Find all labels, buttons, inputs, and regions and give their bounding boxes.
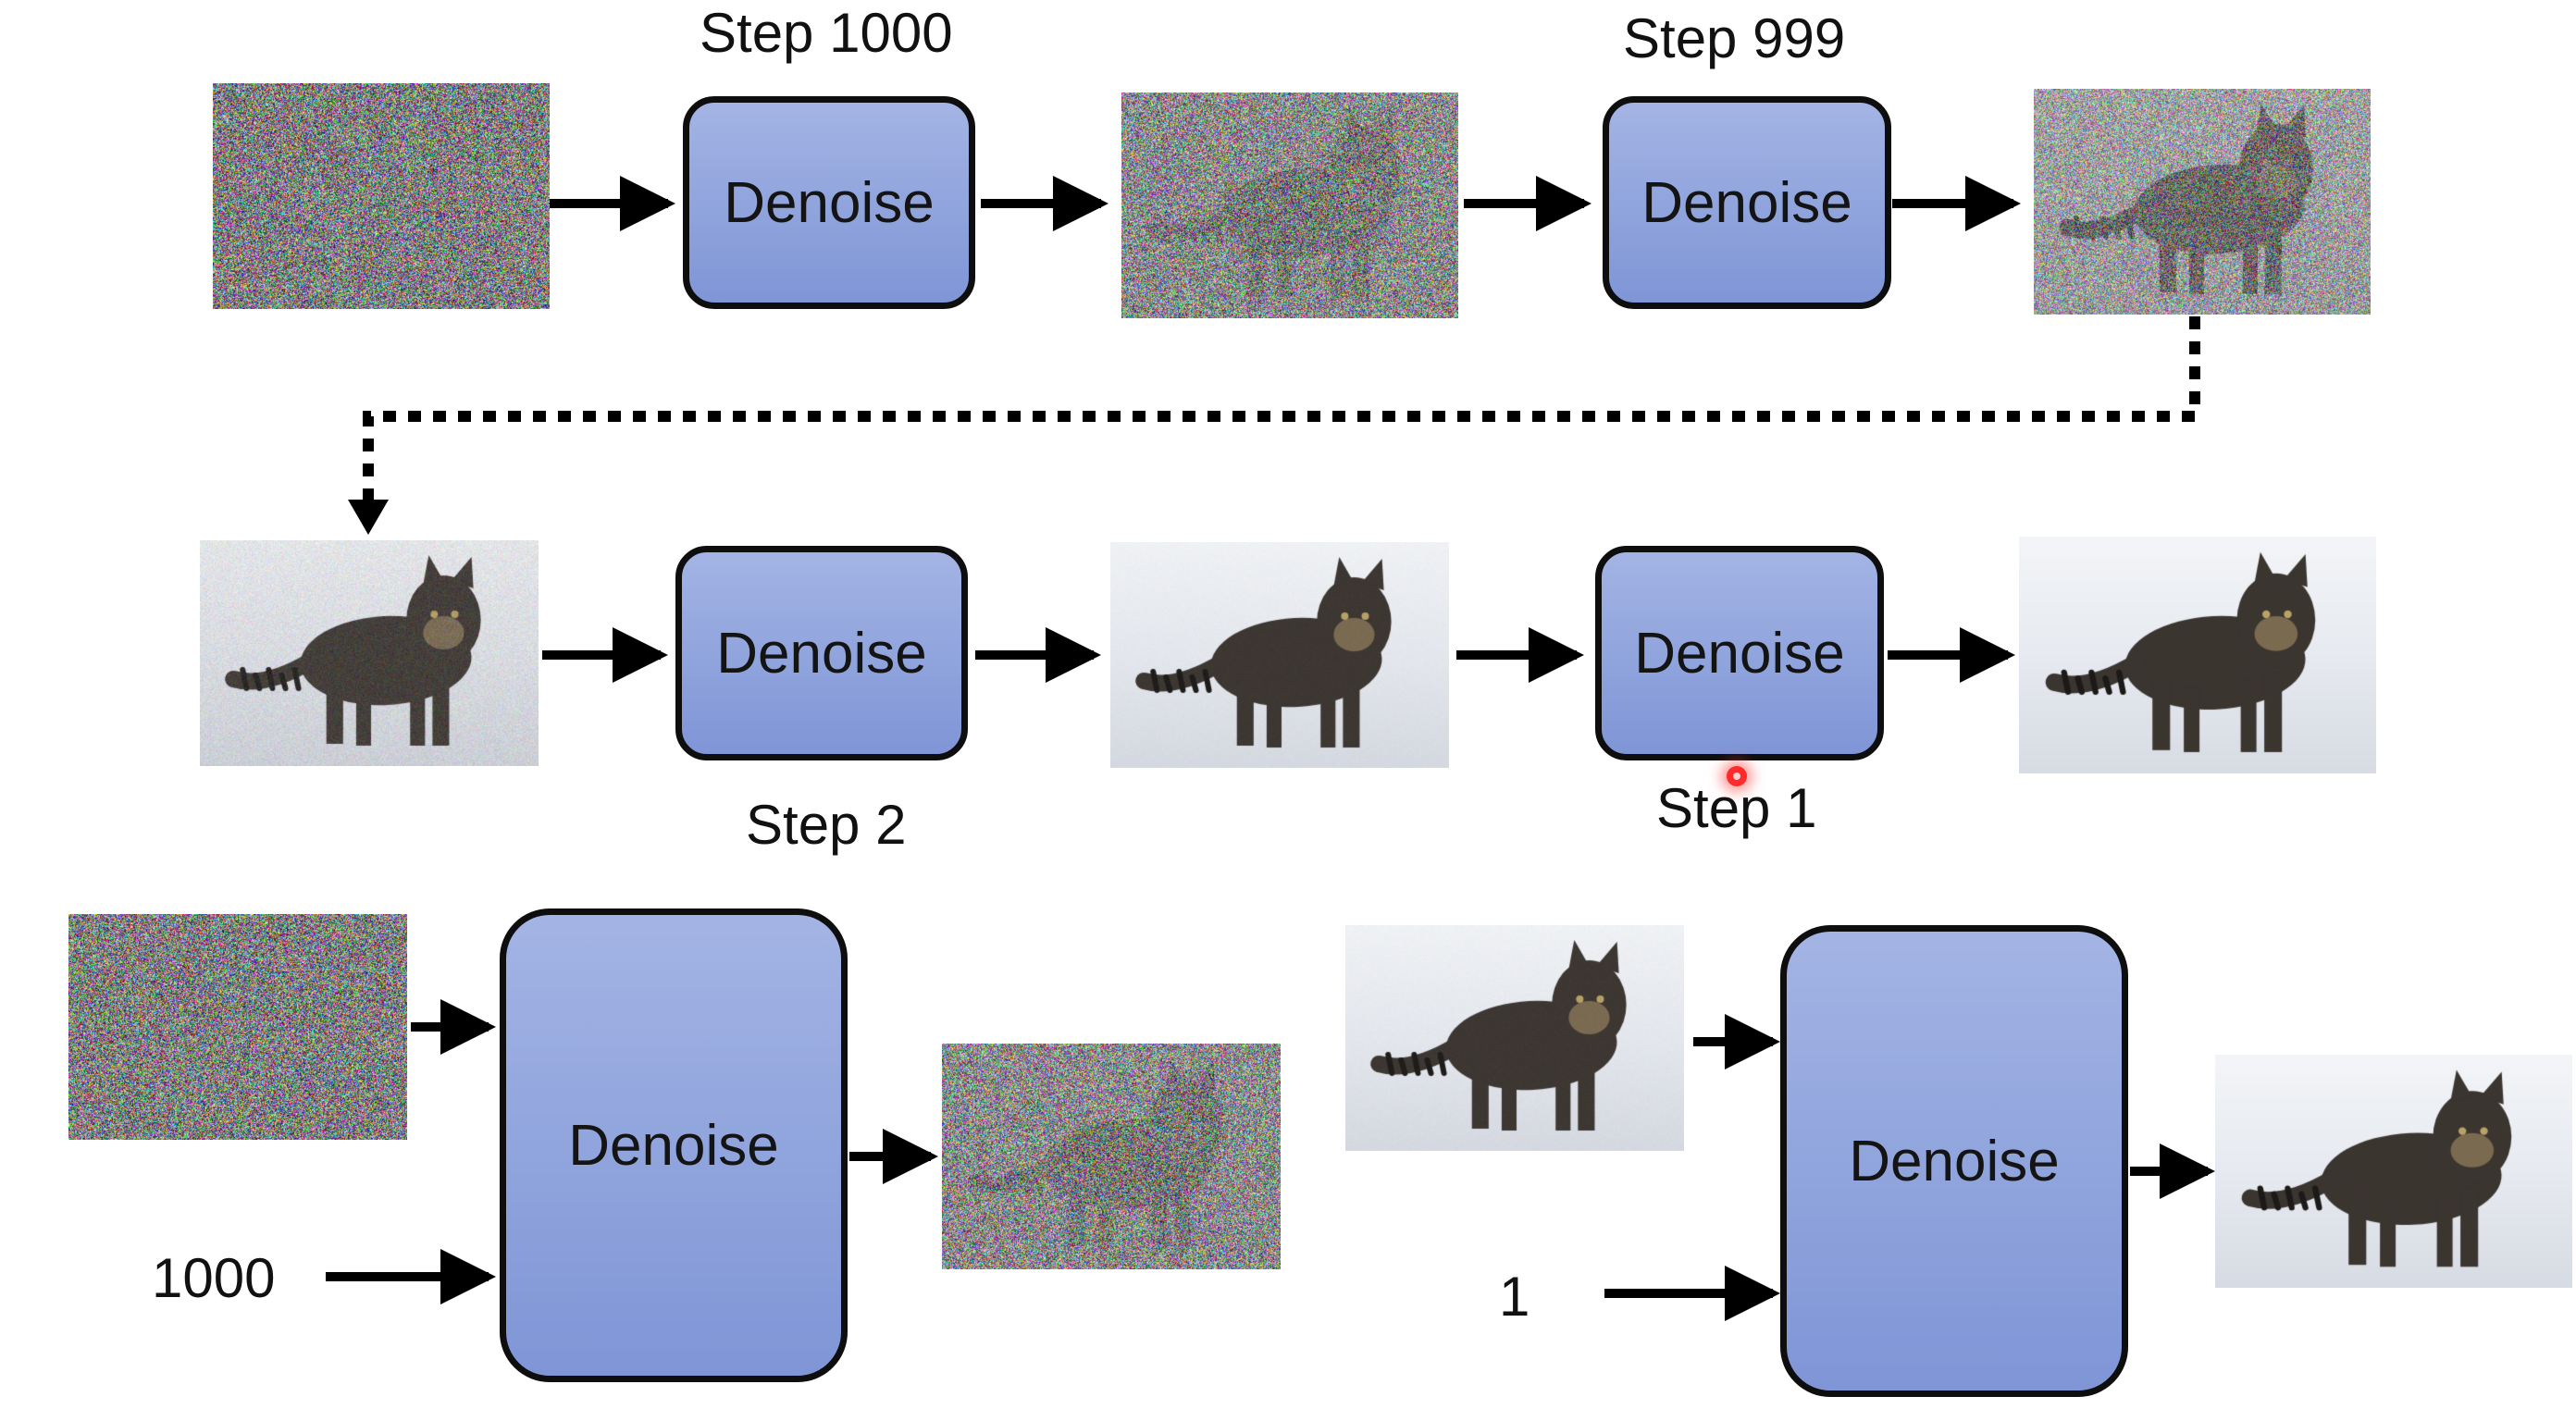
denoise-label: Denoise [568,1113,779,1178]
cat-image [200,540,539,766]
noisy-cat-image [2034,89,2371,315]
cat-image [1345,925,1684,1151]
noise-image [68,914,407,1140]
dotted-connector-head [348,500,389,535]
noise-image [213,83,550,309]
denoise-label: Denoise [1634,621,1845,686]
cat-image [2215,1055,2572,1288]
laser-pointer-icon [1727,766,1747,786]
step-label: Step 1000 [700,2,953,64]
step-input-label: 1 [1499,1266,1530,1328]
step-label: Step 999 [1623,7,1846,69]
denoise-label: Denoise [716,621,927,686]
cat-image [1110,542,1449,768]
noisy-cat-image [1121,93,1458,318]
cat-image [2019,537,2376,773]
step-input-label: 1000 [152,1247,276,1309]
denoise-label: Denoise [1849,1129,2060,1193]
denoise-box: Denoise [1595,546,1884,760]
noisy-cat-image [942,1044,1281,1269]
denoise-box: Denoise [1780,925,2128,1397]
step-label: Step 1 [1656,777,1817,839]
denoise-box: Denoise [683,96,975,309]
denoise-box: Denoise [500,908,848,1382]
denoise-box: Denoise [1603,96,1891,309]
denoise-label: Denoise [724,170,935,235]
step-label: Step 2 [746,794,907,856]
denoise-label: Denoise [1641,170,1852,235]
dotted-connector [363,316,2200,500]
denoise-box: Denoise [675,546,968,760]
